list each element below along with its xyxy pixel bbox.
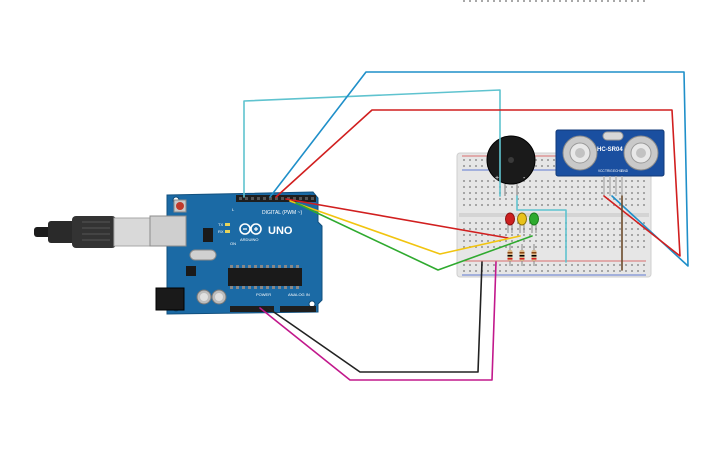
arduino-logo [239,223,262,235]
crystal [189,249,217,261]
regulator-chip [203,228,213,242]
wire-green[interactable] [295,202,533,271]
rx-label: RX [218,229,224,234]
analog-header [280,306,316,312]
usb-port [149,215,187,247]
sensor-name: HC-SR04 [597,147,623,153]
power-header-label: POWER [256,292,271,297]
sensor-pin-gnd: GND [621,169,629,173]
digital-header-label: DIGITAL (PWM ~) [262,210,302,216]
arduino-uno-board[interactable]: DIGITAL (PWM ~) TX RX L ON UNO ARDUINO [149,191,323,315]
wire-red-top[interactable] [275,109,681,257]
on-label: ON [230,241,236,246]
buzzer-minus-label: - [523,175,526,182]
buzzer-plus-label: + [495,175,499,182]
tx-label: TX [218,222,223,227]
piezo-buzzer[interactable]: + - [486,135,536,196]
sensor-pin-trig: TRIG [605,169,613,173]
analog-header-label: ANALOG IN [288,292,310,297]
sensor-pin-echo: ECHO [613,169,623,173]
reset-button-cap[interactable] [176,202,184,210]
wire-red[interactable] [285,198,509,239]
hc-sr04-sensor[interactable]: HC-SR04 VCC TRIG ECHO GND [555,129,665,196]
wire-buzzer-to-rail[interactable] [516,195,567,263]
wire-black[interactable] [267,261,483,373]
small-ic [186,266,196,276]
board-brand: ARDUINO [240,237,258,242]
wire-cyan[interactable] [243,89,501,198]
resistor-1[interactable] [507,244,513,266]
led-red[interactable] [505,212,515,233]
led-yellow[interactable] [517,212,527,233]
wire-magenta[interactable] [259,261,497,381]
atmega-chip [228,268,302,286]
sensor-pin-vcc: VCC [598,169,605,173]
resistor-3[interactable] [531,244,537,266]
board-model: UNO [268,225,293,237]
sensor-crystal [602,131,624,141]
l-label: L [232,207,235,212]
resistor-2[interactable] [519,244,525,266]
led-green[interactable] [529,212,539,233]
power-header [230,306,274,312]
wire-yellow[interactable] [289,200,521,255]
power-jack [155,287,185,311]
